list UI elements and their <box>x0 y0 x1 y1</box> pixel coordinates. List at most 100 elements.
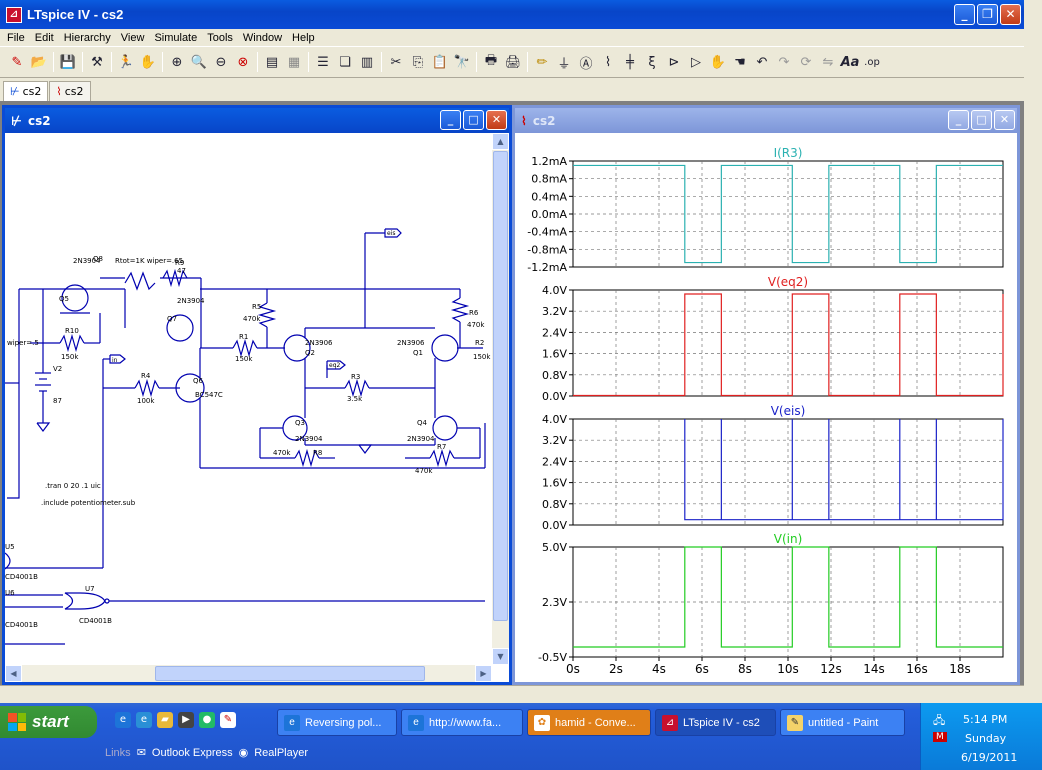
grid-icon[interactable]: ▦ <box>287 54 301 70</box>
link-outlook[interactable]: Outlook Express <box>151 746 233 759</box>
clock-time[interactable]: 5:14 PM <box>963 713 1008 726</box>
pane-title: I(R3) <box>774 146 803 160</box>
schematic-close-button[interactable]: ✕ <box>486 110 507 130</box>
msn-icon[interactable]: ● <box>199 712 215 728</box>
minimize-button[interactable]: _ <box>954 4 975 25</box>
menu-simulate[interactable]: Simulate <box>154 31 198 44</box>
messenger-icon: ✿ <box>534 714 550 731</box>
menu-window[interactable]: Window <box>242 31 283 44</box>
u5-label: U5 <box>5 543 15 551</box>
zoom-fit-icon[interactable]: ⊗ <box>237 54 249 70</box>
media-player-icon[interactable]: ▶ <box>178 712 194 728</box>
close-button[interactable]: ✕ <box>1000 4 1021 25</box>
run-icon[interactable]: 🏃 <box>117 54 135 70</box>
schematic-minimize-button[interactable]: _ <box>440 110 461 130</box>
clock-day: Sunday <box>965 732 1007 745</box>
link-realplayer[interactable]: RealPlayer <box>254 746 309 759</box>
waveform-close-button[interactable]: ✕ <box>994 110 1015 130</box>
tab-waveform[interactable]: ⌇ cs2 <box>49 81 91 101</box>
task-paint[interactable]: ✎ untitled - Paint <box>780 709 905 736</box>
control-panel-icon[interactable]: ⚒ <box>91 54 103 70</box>
scroll-up-button[interactable]: ▲ <box>492 133 509 150</box>
rotate-icon[interactable]: ⟳ <box>800 54 812 70</box>
vertical-scroll-thumb[interactable] <box>493 151 508 621</box>
task-ltspice[interactable]: ⊿ LTspice IV - cs2 <box>655 709 776 736</box>
r7-label: R7 <box>437 443 446 451</box>
schematic-canvas[interactable]: Rtot=1K wiper=.65 R9 47 Q8 2N3904 Q5 Q7 … <box>5 133 492 665</box>
y-tick-label: -1.2mA <box>527 261 567 274</box>
inductor-icon[interactable]: ξ <box>648 54 656 70</box>
cascade-icon[interactable]: ❏ <box>339 54 351 70</box>
mirror-icon[interactable]: ⇋ <box>822 54 834 70</box>
copy-icon[interactable]: ⎘ <box>412 54 424 70</box>
scroll-down-button[interactable]: ▼ <box>492 648 509 665</box>
ground-icon[interactable]: ⏚ <box>557 56 571 72</box>
task-hamid[interactable]: ✿ hamid - Conve... <box>527 709 651 736</box>
title-bar: ⊿ LTspice IV - cs2 _ ❐ ✕ <box>0 0 1024 29</box>
tab-schematic[interactable]: ⊬ cs2 <box>3 81 49 101</box>
menu-hierarchy[interactable]: Hierarchy <box>63 31 111 44</box>
drag-icon[interactable]: ☚ <box>734 54 746 70</box>
label-net-icon[interactable]: Ⓐ <box>579 56 593 72</box>
in-label: in <box>112 357 118 364</box>
menu-file[interactable]: File <box>7 31 25 44</box>
ie-icon[interactable]: e <box>115 712 131 728</box>
move-icon[interactable]: ✋ <box>709 54 727 70</box>
tile-horizontal-icon[interactable]: ☰ <box>317 54 329 70</box>
ie-alt-icon[interactable]: e <box>136 712 152 728</box>
scroll-right-button[interactable]: ▶ <box>475 665 492 682</box>
diode-icon[interactable]: ⊳ <box>668 54 680 70</box>
zoom-area-icon[interactable]: 🔍 <box>190 54 208 70</box>
zoom-in-icon[interactable]: ⊕ <box>171 54 183 70</box>
menu-bar: File Edit Hierarchy View Simulate Tools … <box>0 29 1024 46</box>
restore-button[interactable]: ❐ <box>977 4 998 25</box>
horizontal-scroll-thumb[interactable] <box>155 666 425 681</box>
network-icon[interactable]: 🖧 <box>933 714 946 727</box>
folder-icon[interactable]: ▰ <box>157 712 173 728</box>
save-icon[interactable]: 💾 <box>59 54 77 70</box>
menu-tools[interactable]: Tools <box>207 31 233 44</box>
q1-label: Q1 <box>413 349 423 357</box>
q8-type: 2N3904 <box>73 257 101 265</box>
y-tick-label: 2.3V <box>542 596 567 609</box>
u7-label: U7 <box>85 585 95 593</box>
schematic-vertical-scrollbar[interactable]: ▲ ▼ <box>492 133 509 665</box>
q7-type: 2N3904 <box>177 297 205 305</box>
autorange-icon[interactable]: ▤ <box>265 54 279 70</box>
paint-quick-icon[interactable]: ✎ <box>220 712 236 728</box>
task-reversing[interactable]: e Reversing pol... <box>277 709 397 736</box>
paste-icon[interactable]: 📋 <box>431 54 449 70</box>
capacitor-icon[interactable]: ╪ <box>626 54 634 70</box>
find-icon[interactable]: 🔭 <box>453 54 471 70</box>
redo-icon[interactable]: ↷ <box>778 54 790 70</box>
menu-help[interactable]: Help <box>292 31 315 44</box>
waveform-maximize-button[interactable]: □ <box>971 110 992 130</box>
menu-edit[interactable]: Edit <box>34 31 54 44</box>
draw-wire-icon[interactable]: ✏ <box>536 54 548 70</box>
print-icon[interactable]: 🖨 <box>504 54 522 70</box>
start-button[interactable]: start <box>0 706 97 738</box>
cut-icon[interactable]: ✂ <box>390 54 402 70</box>
undo-icon[interactable]: ↶ <box>756 54 768 70</box>
task-http[interactable]: e http://www.fa... <box>401 709 523 736</box>
waveform-minimize-button[interactable]: _ <box>948 110 969 130</box>
tile-vertical-icon[interactable]: ▥ <box>360 54 374 70</box>
series-line <box>573 293 1004 397</box>
halt-icon[interactable]: ✋ <box>139 54 157 70</box>
waveform-window-titlebar: ⌇ cs2 _ □ ✕ <box>515 108 1017 133</box>
antivirus-icon[interactable]: M <box>933 732 947 742</box>
menu-view[interactable]: View <box>120 31 145 44</box>
open-file-icon[interactable]: 📂 <box>30 54 48 70</box>
scroll-left-button[interactable]: ◀ <box>5 665 22 682</box>
resistor-icon[interactable]: ⌇ <box>604 54 612 70</box>
q6-type: BC547C <box>195 391 223 399</box>
zoom-out-icon[interactable]: ⊖ <box>215 54 227 70</box>
text-icon[interactable]: Aa <box>840 54 860 70</box>
new-schematic-icon[interactable]: ✎ <box>11 54 23 70</box>
print-preview-icon[interactable]: 🖶 <box>484 53 498 68</box>
spice-directive-icon[interactable]: .op <box>864 56 880 68</box>
component-icon[interactable]: ▷ <box>691 54 701 70</box>
schematic-horizontal-scrollbar[interactable]: ◀ ▶ <box>5 665 492 682</box>
schematic-maximize-button[interactable]: □ <box>463 110 484 130</box>
